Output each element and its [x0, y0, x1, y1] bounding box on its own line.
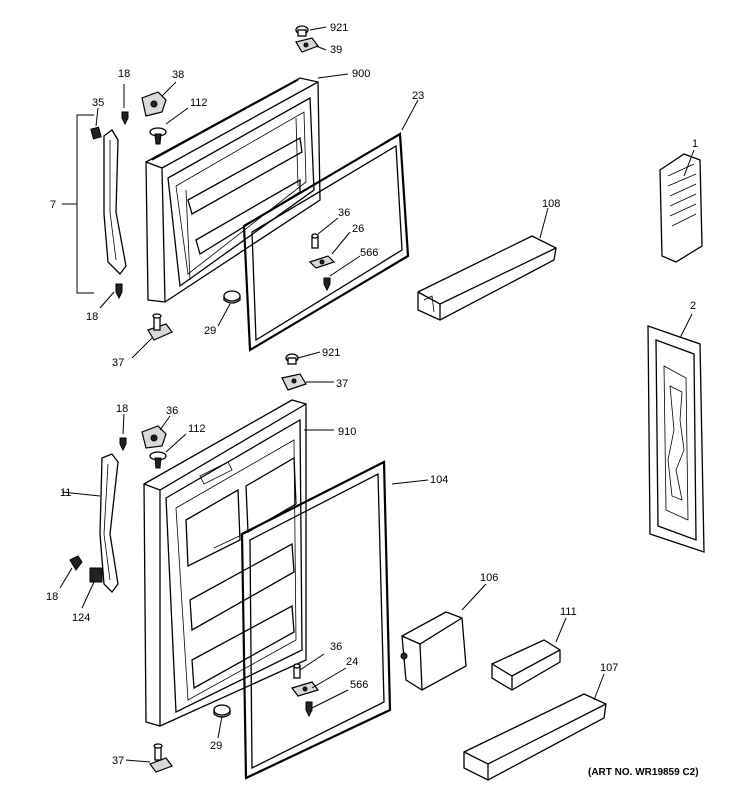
label-2: 2	[690, 300, 696, 312]
part-35-pad	[90, 126, 102, 140]
cap-112-lower	[149, 451, 167, 469]
label-18-d: 18	[46, 591, 58, 603]
art-number: (ART NO. WR19859 C2)	[588, 767, 699, 778]
freezer-door	[145, 77, 321, 303]
label-24: 24	[346, 656, 358, 668]
hinge-plate-24	[291, 681, 319, 697]
cap-921-top	[295, 25, 309, 37]
label-111: 111	[560, 606, 577, 618]
screw-566-lower	[305, 701, 313, 718]
screw-566-upper	[323, 277, 331, 292]
door-shelf-107	[463, 693, 607, 781]
label-7: 7	[50, 199, 56, 211]
label-36-a: 36	[338, 207, 350, 219]
dairy-bin-106	[400, 611, 467, 691]
screw-18-door	[119, 437, 127, 452]
label-38: 38	[172, 69, 184, 81]
screw-18-lower	[115, 283, 123, 300]
label-107: 107	[600, 662, 618, 674]
hinge-37-upper	[147, 313, 173, 341]
label-566-b: 566	[350, 679, 368, 691]
label-35: 35	[92, 97, 104, 109]
label-18-c: 18	[116, 403, 128, 415]
label-37-b: 37	[336, 378, 348, 390]
label-39: 39	[330, 44, 342, 56]
label-1: 1	[692, 138, 698, 150]
cap-112-upper	[149, 127, 167, 145]
label-112-a: 112	[190, 97, 208, 109]
bracket-39	[295, 37, 319, 53]
label-18-a: 18	[118, 68, 130, 80]
fresh-food-handle	[99, 453, 119, 593]
freezer-handle	[103, 129, 127, 275]
bracket-37-mid	[281, 373, 307, 391]
label-910: 910	[338, 426, 356, 438]
fresh-food-door	[143, 399, 307, 727]
label-566-a: 566	[360, 247, 378, 259]
door-shelf-111	[491, 639, 561, 691]
fresh-food-gasket	[240, 460, 392, 780]
evaporator-cover-2	[647, 325, 705, 553]
label-37-a: 37	[112, 357, 124, 369]
label-23: 23	[412, 90, 424, 102]
screw-18-handle	[69, 555, 83, 571]
part-labels: 921 39 900 18 38 35 112 23 1 7 108 36 26…	[46, 22, 699, 778]
label-112-b: 112	[188, 423, 206, 435]
hinge-plate-26	[308, 255, 336, 269]
label-37-c: 37	[112, 755, 124, 767]
hinge-38	[141, 91, 167, 117]
label-29-b: 29	[210, 740, 222, 752]
label-18-b: 18	[86, 311, 98, 323]
hinge-36-door	[141, 425, 167, 449]
hinge-pin-36-upper	[311, 233, 319, 249]
stop-29-lower	[213, 704, 231, 718]
label-921-mid: 921	[322, 347, 340, 359]
door-shelf-108	[417, 235, 557, 321]
label-124: 124	[72, 612, 90, 624]
clip-124	[89, 567, 103, 583]
stop-29-upper	[223, 290, 241, 304]
screw-18-upper	[121, 111, 129, 126]
leader-lines	[59, 26, 695, 763]
label-921-top: 921	[330, 22, 348, 34]
cap-921-mid	[285, 353, 299, 365]
label-108: 108	[542, 198, 560, 210]
label-26: 26	[352, 223, 364, 235]
hinge-pin-36-lower	[293, 663, 301, 679]
manual-1	[659, 153, 703, 263]
freezer-gasket	[242, 132, 410, 352]
label-36-c: 36	[330, 641, 342, 653]
label-104: 104	[430, 474, 448, 486]
label-106: 106	[480, 572, 498, 584]
assembly-bracket-7	[76, 114, 94, 294]
label-36-b: 36	[166, 405, 178, 417]
label-900: 900	[352, 68, 370, 80]
label-11: 11	[60, 487, 71, 499]
label-29-a: 29	[204, 325, 216, 337]
hinge-37-bottom	[149, 743, 173, 773]
